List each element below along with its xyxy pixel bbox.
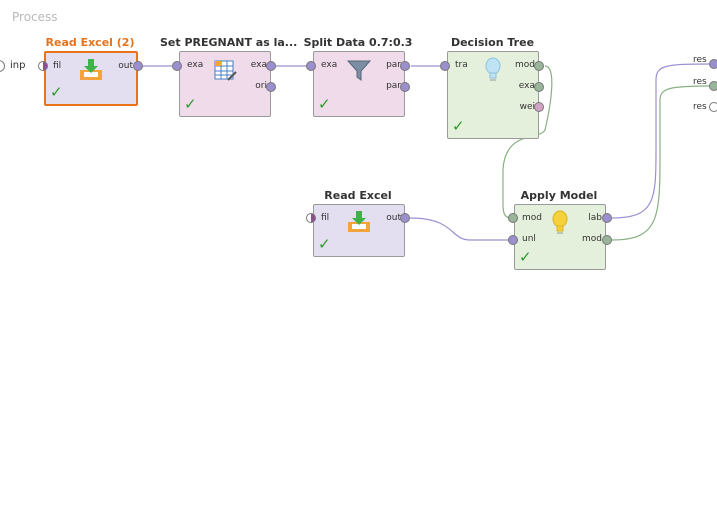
read-excel-2-operator[interactable]: fil out ✓ <box>44 51 138 106</box>
excel-import-icon <box>348 211 370 232</box>
apply-model-in2-label: unl <box>522 234 536 244</box>
status-ok-icon: ✓ <box>184 95 197 113</box>
apply-model-operator[interactable]: mod unl lab mod ✓ <box>514 204 606 270</box>
apply-model-unl-in-port[interactable] <box>508 235 518 245</box>
split-data-in-label: exa <box>321 60 338 70</box>
status-ok-icon: ✓ <box>519 248 532 266</box>
read-excel-2-fil-port[interactable] <box>38 61 48 71</box>
read-excel-title[interactable]: Read Excel <box>324 189 392 202</box>
decision-tree-tra-in-port[interactable] <box>440 61 450 71</box>
decision-tree-operator[interactable]: tra mod exa wei ✓ <box>447 51 539 139</box>
set-role-out2-label: ori <box>255 81 267 91</box>
result-port-1-label: res <box>693 55 707 65</box>
status-ok-icon: ✓ <box>50 83 63 101</box>
result-port-1[interactable] <box>709 59 717 69</box>
excel-import-icon <box>80 59 102 80</box>
apply-model-out2-label: mod <box>582 234 602 244</box>
wire-apply-lab-to-res1 <box>611 63 712 219</box>
process-input-port-label: inp <box>10 60 26 71</box>
lightbulb-icon <box>552 210 568 234</box>
split-data-par1-out-port[interactable] <box>400 61 410 71</box>
result-port-2-label: res <box>693 77 707 87</box>
read-excel-2-out-port[interactable] <box>133 61 143 71</box>
funnel-icon <box>347 60 371 81</box>
result-port-3[interactable] <box>709 102 717 112</box>
read-excel-2-title[interactable]: Read Excel (2) <box>45 36 135 49</box>
lightbulb-icon <box>485 57 501 81</box>
apply-model-lab-out-port[interactable] <box>602 213 612 223</box>
result-port-2[interactable] <box>709 81 717 91</box>
decision-tree-in-label: tra <box>455 60 468 70</box>
status-ok-icon: ✓ <box>318 235 331 253</box>
split-data-out2-label: par <box>386 81 401 91</box>
apply-model-mod-in-port[interactable] <box>508 213 518 223</box>
read-excel-fil-port[interactable] <box>306 213 316 223</box>
set-role-exa-out-port[interactable] <box>266 61 276 71</box>
set-role-exa-in-port[interactable] <box>172 61 182 71</box>
decision-tree-mod-out-port[interactable] <box>534 61 544 71</box>
process-input-port[interactable] <box>0 60 5 72</box>
decision-tree-out2-label: exa <box>518 81 535 91</box>
split-data-out1-label: par <box>386 60 401 70</box>
set-role-in-label: exa <box>187 60 204 70</box>
split-data-exa-in-port[interactable] <box>306 61 316 71</box>
decision-tree-out3-label: wei <box>519 102 535 112</box>
read-excel-operator[interactable]: fil out ✓ <box>313 204 405 257</box>
read-excel-2-out-label: out <box>118 61 133 71</box>
apply-model-out1-label: lab <box>588 213 602 223</box>
split-data-title[interactable]: Split Data 0.7:0.3 <box>303 36 413 49</box>
decision-tree-exa-out-port[interactable] <box>534 82 544 92</box>
read-excel-out-label: out <box>386 213 401 223</box>
apply-model-mod-out-port[interactable] <box>602 235 612 245</box>
wire-apply-mod-to-res2 <box>611 85 712 241</box>
apply-model-title[interactable]: Apply Model <box>520 189 598 202</box>
read-excel-2-in-label: fil <box>53 61 62 71</box>
set-role-title[interactable]: Set PREGNANT as la... <box>160 36 298 49</box>
decision-tree-out1-label: mod <box>515 60 535 70</box>
split-data-operator[interactable]: exa par par ✓ <box>313 51 405 117</box>
apply-model-in1-label: mod <box>522 213 542 223</box>
split-data-par2-out-port[interactable] <box>400 82 410 92</box>
read-excel-in-label: fil <box>321 213 330 223</box>
read-excel-out-port[interactable] <box>400 213 410 223</box>
status-ok-icon: ✓ <box>318 95 331 113</box>
decision-tree-title[interactable]: Decision Tree <box>450 36 535 49</box>
wire-readexcel-to-apply-unl <box>409 217 511 241</box>
set-role-out1-label: exa <box>250 60 267 70</box>
result-port-3-label: res <box>693 102 707 112</box>
decision-tree-wei-out-port[interactable] <box>534 102 544 112</box>
process-title: Process <box>12 10 58 24</box>
status-ok-icon: ✓ <box>452 117 465 135</box>
table-edit-icon <box>214 60 237 81</box>
set-role-operator[interactable]: exa exa ori ✓ <box>179 51 271 117</box>
set-role-ori-out-port[interactable] <box>266 82 276 92</box>
